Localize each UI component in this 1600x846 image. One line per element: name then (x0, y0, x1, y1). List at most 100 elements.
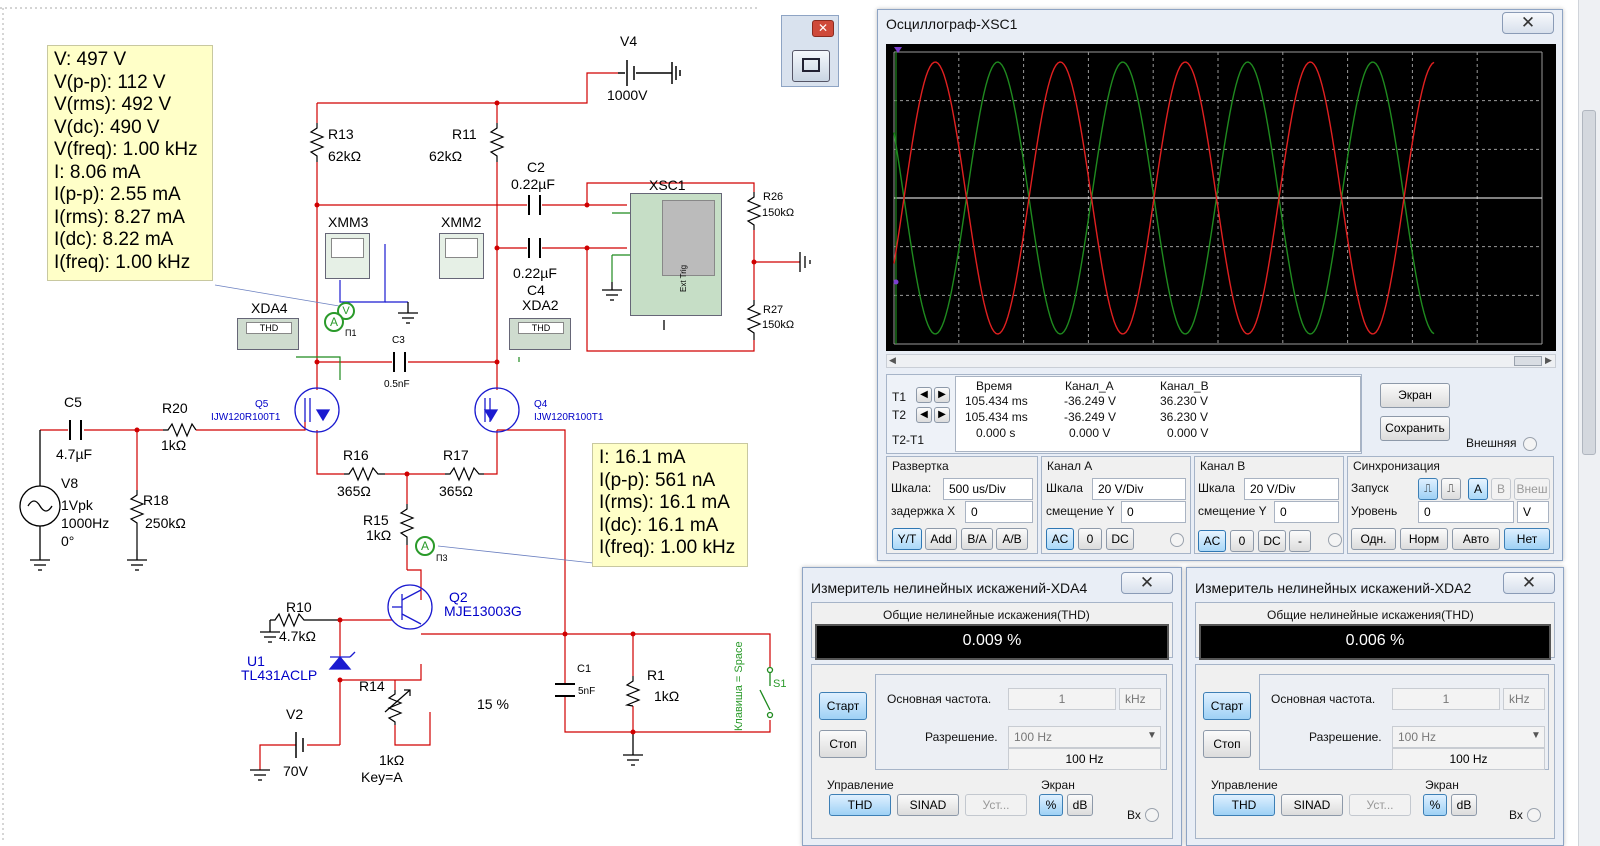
cha-zero-button[interactable]: 0 (1078, 528, 1102, 550)
oscilloscope-xsc1-icon[interactable]: Ext Trig (630, 193, 722, 316)
distortion-analyzer-xda4-window[interactable]: Измеритель нелинейных искажений-XDA4 ✕ О… (802, 567, 1182, 846)
cha-scale-field[interactable]: 20 V/Div (1092, 478, 1186, 500)
r26-name: R26 (763, 191, 784, 203)
thd-mode-button[interactable]: THD (829, 794, 891, 816)
cha-dc-button[interactable]: DC (1106, 528, 1134, 550)
oscilloscope-window[interactable]: Осциллограф-XSC1 ✕ ◀ ▶ T1 T2 T2-T1 ◀ ▶ ◀… (877, 9, 1563, 561)
cha-ac-button[interactable]: AC (1046, 528, 1074, 550)
stop-button[interactable]: Стоп (819, 730, 867, 758)
t1-right-arrow-button[interactable]: ▶ (934, 387, 950, 403)
current-probe-p3-icon[interactable]: A (415, 536, 435, 556)
settings-button[interactable]: Уст... (1349, 794, 1411, 816)
chevron-down-icon[interactable]: ▼ (1531, 730, 1541, 741)
chb-zero-button[interactable]: 0 (1230, 530, 1254, 552)
vertical-scrollbar[interactable] (1578, 0, 1600, 846)
t1-left-arrow-button[interactable]: ◀ (916, 387, 932, 403)
yt-button[interactable]: Y/T (892, 528, 922, 550)
probe-a-label: A (420, 539, 429, 553)
level-unit[interactable]: V (1517, 501, 1549, 523)
settings-button[interactable]: Уст... (965, 794, 1027, 816)
cha-offset-field[interactable]: 0 (1121, 501, 1186, 523)
x-delay-field[interactable]: 0 (965, 501, 1033, 523)
add-button[interactable]: Add (925, 528, 957, 550)
close-icon[interactable]: ✕ (812, 20, 834, 37)
normal-button[interactable]: Норм (1400, 528, 1448, 550)
chb-radio[interactable] (1328, 533, 1342, 547)
trigger-b-button[interactable]: B (1491, 478, 1511, 500)
start-button[interactable]: Старт (1203, 692, 1251, 720)
chb-dc-button[interactable]: DC (1258, 530, 1286, 552)
fundamental-unit[interactable]: kHz (1119, 688, 1161, 710)
db-button[interactable]: dB (1067, 794, 1093, 816)
input-radio[interactable] (1527, 808, 1541, 822)
mini-instrument-window[interactable]: ✕ (781, 15, 839, 87)
t2-cha: -36.249 V (1064, 410, 1117, 424)
scope-scrollbar[interactable]: ◀ ▶ (886, 354, 1556, 368)
fundamental-unit[interactable]: kHz (1503, 688, 1545, 710)
screen-button[interactable]: Экран (1380, 383, 1450, 408)
t2-right-arrow-button[interactable]: ▶ (934, 407, 950, 423)
distortion-analyzer-xda2-icon[interactable]: THD (509, 318, 571, 350)
external-radio[interactable] (1523, 437, 1537, 451)
ba-button[interactable]: B/A (961, 528, 993, 550)
chb-ac-button[interactable]: AC (1198, 530, 1226, 552)
xmm3-name: XMM3 (328, 214, 369, 230)
schematic-canvas[interactable] (0, 0, 880, 846)
timebase-scale-field[interactable]: 500 us/Div (943, 478, 1033, 500)
monitor-icon[interactable] (792, 50, 830, 82)
falling-edge-button[interactable]: ⎍ (1441, 478, 1461, 500)
chb-invert-button[interactable]: - (1289, 530, 1311, 552)
probe-line: I(rms): 8.27 mA (54, 206, 185, 228)
probe-line: I(freq): 1.00 kHz (599, 537, 736, 558)
cha-radio[interactable] (1170, 533, 1184, 547)
sinad-mode-button[interactable]: SINAD (897, 794, 959, 816)
multimeter-xmm2[interactable] (439, 233, 484, 279)
thd-mode-button[interactable]: THD (1213, 794, 1275, 816)
thd-label: THD (518, 322, 564, 334)
chb-scale-field[interactable]: 20 V/Div (1244, 478, 1339, 500)
close-button[interactable]: ✕ (1121, 572, 1173, 594)
fundamental-field[interactable]: 1 (1392, 688, 1500, 710)
scroll-thumb[interactable] (1582, 110, 1596, 455)
distortion-analyzer-xda2-window[interactable]: Измеритель нелинейных искажений-XDA2 ✕ О… (1186, 567, 1564, 846)
rising-edge-button[interactable]: ⎍ (1418, 478, 1438, 500)
level-field[interactable]: 0 (1418, 501, 1514, 523)
t2-left-arrow-button[interactable]: ◀ (916, 407, 932, 423)
percent-button[interactable]: % (1039, 794, 1063, 816)
ab-button[interactable]: A/B (996, 528, 1028, 550)
fundamental-field[interactable]: 1 (1008, 688, 1116, 710)
single-button[interactable]: Одн. (1351, 528, 1396, 550)
scroll-left-icon[interactable]: ◀ (889, 355, 896, 365)
stop-button[interactable]: Стоп (1203, 730, 1251, 758)
multimeter-xmm3[interactable] (325, 233, 370, 279)
t1-time: 105.434 ms (965, 394, 1028, 408)
probe-readout-p1: V: 497 V V(p-p): 112 V V(rms): 492 V V(d… (47, 45, 213, 281)
dt-chb: 0.000 V (1167, 426, 1209, 440)
scope-screen[interactable] (886, 44, 1556, 351)
q2-name: Q2 (449, 589, 468, 605)
distortion-analyzer-xda4-icon[interactable]: THD (237, 318, 299, 350)
auto-button[interactable]: Авто (1452, 528, 1500, 550)
r13-value: 62kΩ (328, 148, 362, 164)
current-probe-p1-icon[interactable]: A (324, 312, 344, 332)
close-button[interactable]: ✕ (1502, 12, 1554, 34)
probe-line: I(freq): 1.00 kHz (54, 251, 191, 273)
close-button[interactable]: ✕ (1503, 572, 1555, 594)
db-button[interactable]: dB (1451, 794, 1477, 816)
scroll-right-icon[interactable]: ▶ (1545, 355, 1552, 365)
save-button[interactable]: Сохранить (1380, 416, 1450, 441)
chb-offset-field[interactable]: 0 (1274, 501, 1339, 523)
start-button[interactable]: Старт (819, 692, 867, 720)
trigger-ext-button[interactable]: Внеш (1514, 478, 1550, 500)
r26-value: 150kΩ (762, 207, 795, 219)
resolution-select[interactable]: 100 Hz (1392, 726, 1545, 748)
none-button[interactable]: Нет (1504, 528, 1550, 550)
input-radio[interactable] (1145, 808, 1159, 822)
resolution-select[interactable]: 100 Hz (1008, 726, 1161, 748)
chevron-down-icon[interactable]: ▼ (1147, 730, 1157, 741)
trigger-a-button[interactable]: A (1468, 478, 1488, 500)
sinad-mode-button[interactable]: SINAD (1281, 794, 1343, 816)
scroll-thumb[interactable] (1514, 356, 1542, 366)
percent-button[interactable]: % (1423, 794, 1447, 816)
r11-value: 62kΩ (429, 148, 463, 164)
